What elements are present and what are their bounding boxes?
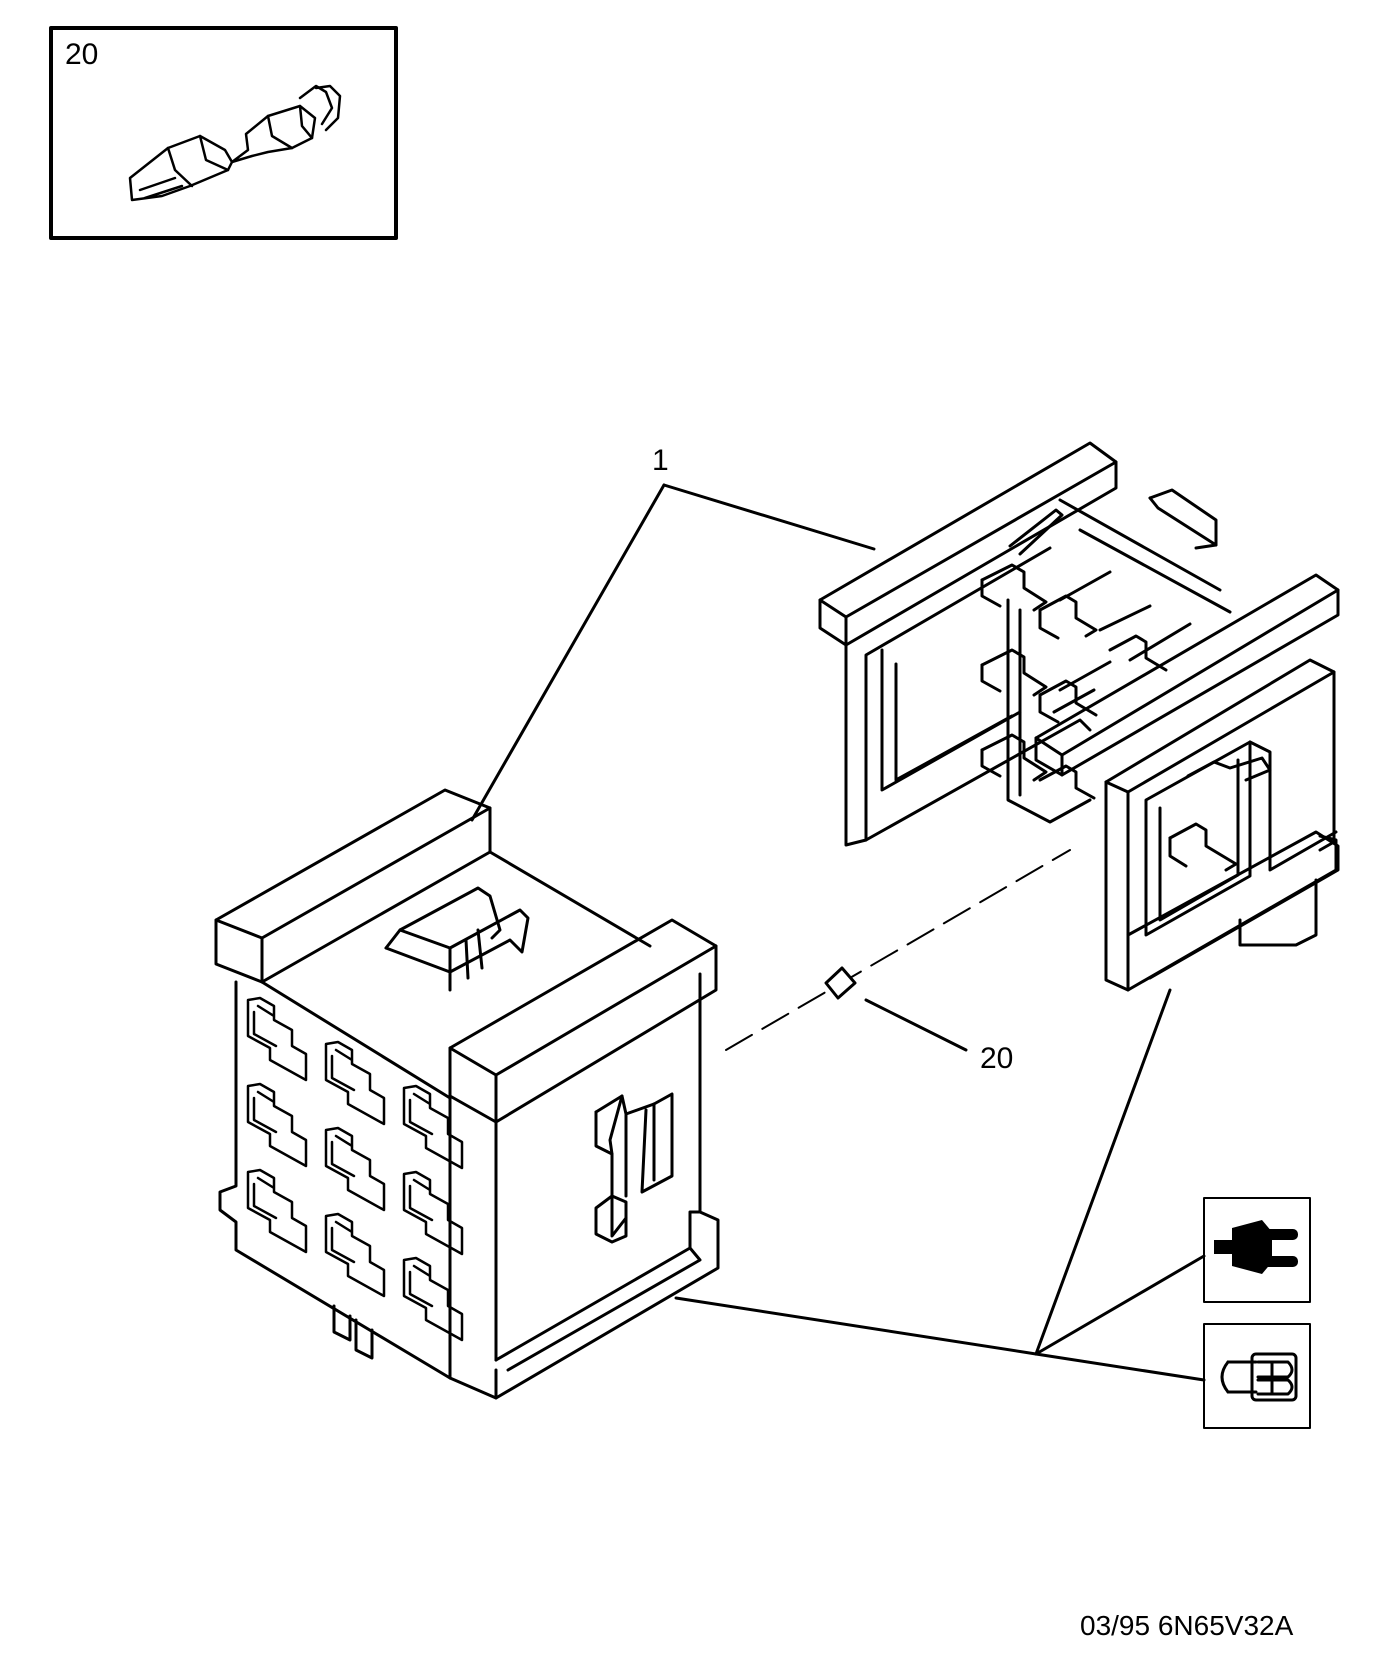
leader-line-1-to-frame	[662, 483, 876, 551]
inset-callout: 20	[65, 38, 98, 71]
terminal-marker	[824, 966, 857, 1000]
callout-20-label: 20	[980, 1042, 1013, 1075]
connector-housing	[214, 788, 720, 1400]
terminal-icon	[1220, 1352, 1298, 1402]
terminal-detail-inset: 20	[49, 26, 398, 240]
legend-leaders	[674, 988, 1206, 1382]
legend-plug	[1203, 1197, 1311, 1303]
terminal-illustration	[128, 84, 342, 202]
leader-line-20	[864, 998, 968, 1052]
terminal-cavities	[246, 996, 464, 1342]
terminal-icon-box	[1203, 1323, 1311, 1429]
leader-line-1-to-housing	[470, 483, 666, 822]
plug-icon	[1214, 1220, 1298, 1274]
drawing-reference: 03/95 6N65V32A	[1080, 1610, 1294, 1641]
connector-frame	[818, 441, 1340, 992]
plug-icon-box	[1203, 1197, 1311, 1303]
legend-terminal	[1203, 1323, 1311, 1429]
terminal-alignment: 20	[725, 849, 1071, 1075]
alignment-dashed-line	[725, 849, 1071, 1051]
callout-1-label: 1	[652, 444, 669, 477]
inset-frame	[49, 26, 398, 240]
callout-1: 1	[470, 444, 876, 822]
